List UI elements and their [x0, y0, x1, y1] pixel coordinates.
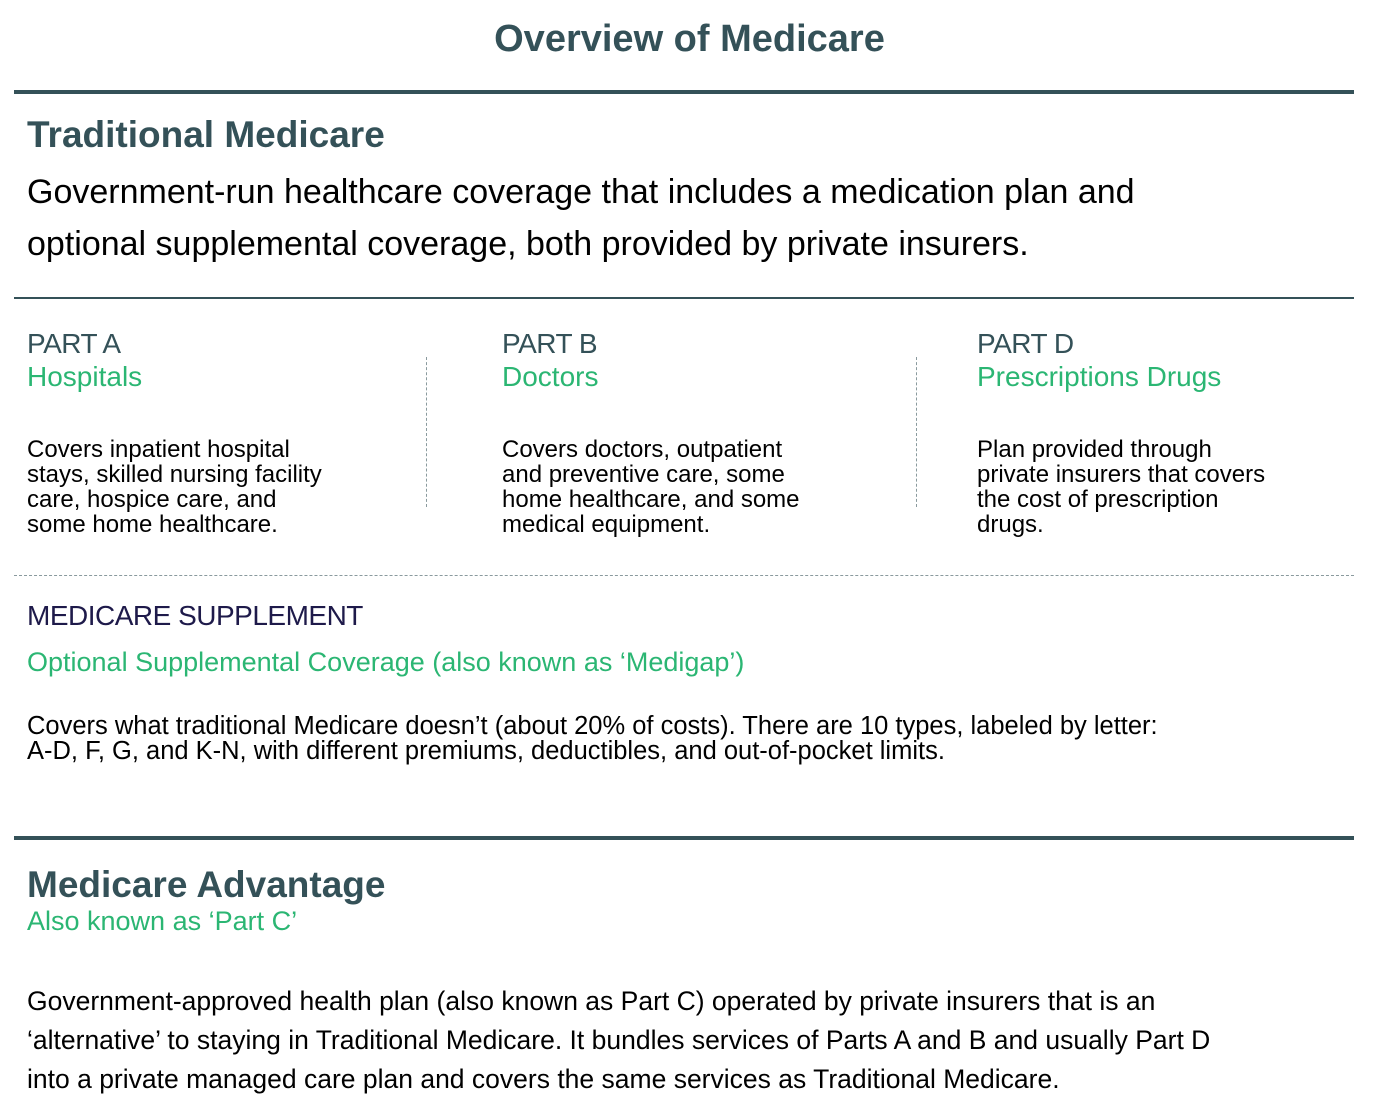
- description-line: Government-run healthcare coverage that …: [27, 173, 1135, 211]
- column-divider: [426, 357, 427, 507]
- supplement-subtitle: Optional Supplemental Coverage (also kno…: [27, 647, 745, 677]
- text-line: private insurers that covers: [977, 461, 1266, 488]
- dotted-divider: [14, 575, 1354, 576]
- part-b-subtitle: Doctors: [502, 361, 599, 392]
- text-line: ‘alternative’ to staying in Traditional …: [27, 1025, 1211, 1055]
- text-line: care, hospice care, and: [27, 486, 277, 513]
- advantage-description: Government-approved health plan (also kn…: [27, 982, 1210, 1099]
- text-line: stays, skilled nursing facility: [27, 461, 322, 488]
- column-divider: [916, 357, 917, 507]
- text-line: the cost of prescription: [977, 486, 1219, 513]
- part-d-subtitle: Prescriptions Drugs: [977, 361, 1222, 392]
- text-line: Covers inpatient hospital: [27, 436, 290, 463]
- text-line: Government-approved health plan (also kn…: [27, 986, 1156, 1016]
- traditional-description: Government-run healthcare coverage that …: [27, 166, 1135, 270]
- part-d-label: PART D: [977, 328, 1074, 359]
- section-divider: [14, 836, 1354, 840]
- supplement-description: Covers what traditional Medicare doesn’t…: [27, 712, 1158, 765]
- text-line: home healthcare, and some: [502, 486, 800, 513]
- text-line: A-D, F, G, and K-N, with different premi…: [27, 737, 945, 765]
- text-line: some home healthcare.: [27, 511, 278, 538]
- text-line: into a private managed care plan and cov…: [27, 1064, 1060, 1094]
- section-divider: [14, 90, 1354, 94]
- text-line: and preventive care, some: [502, 461, 785, 488]
- traditional-heading: Traditional Medicare: [27, 114, 385, 155]
- part-a-label: PART A: [27, 328, 121, 359]
- part-a-subtitle: Hospitals: [27, 361, 143, 392]
- supplement-heading: MEDICARE SUPPLEMENT: [27, 600, 363, 631]
- text-line: Covers what traditional Medicare doesn’t…: [27, 712, 1158, 740]
- page-title: Overview of Medicare: [494, 18, 885, 60]
- text-line: medical equipment.: [502, 511, 711, 538]
- text-line: Covers doctors, outpatient: [502, 436, 783, 463]
- divider: [14, 297, 1354, 299]
- text-line: drugs.: [977, 511, 1044, 538]
- advantage-subtitle: Also known as ‘Part C’: [27, 906, 298, 936]
- advantage-heading: Medicare Advantage: [27, 864, 386, 905]
- part-b-label: PART B: [502, 328, 598, 359]
- description-line: optional supplemental coverage, both pro…: [27, 225, 1029, 263]
- text-line: Plan provided through: [977, 436, 1212, 463]
